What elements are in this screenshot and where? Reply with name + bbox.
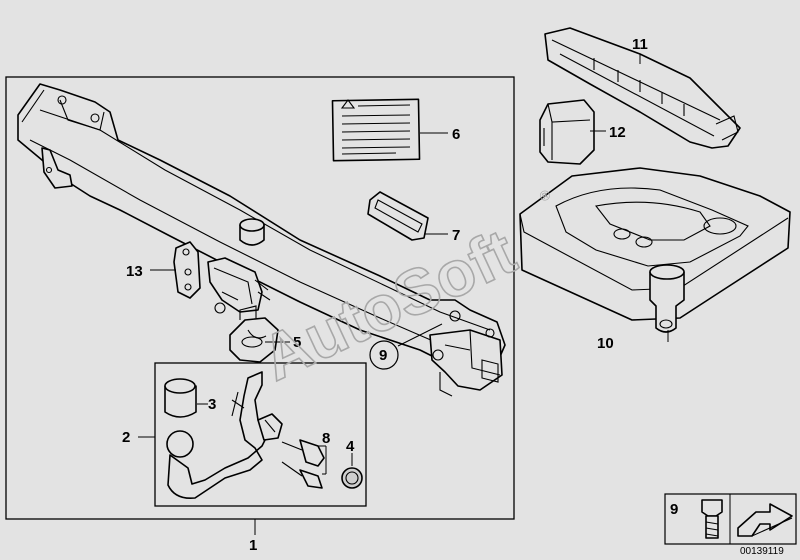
callout-1[interactable]: 1 [249, 537, 257, 554]
callout-3[interactable]: 3 [208, 396, 216, 413]
part-7-plate [367, 191, 429, 241]
callouts: 1 2 3 4 5 6 7 8 9 10 11 12 13 [122, 36, 648, 554]
callout-12[interactable]: 12 [609, 124, 626, 141]
arrow-right-icon [737, 503, 793, 537]
callout-10[interactable]: 10 [597, 335, 614, 352]
leader-lines [138, 54, 669, 535]
legend-number: 9 [670, 501, 678, 518]
callout-11[interactable]: 11 [632, 36, 648, 53]
assembly-frame [5, 76, 515, 520]
callout-4[interactable]: 4 [346, 438, 355, 455]
ball-head [164, 371, 363, 500]
bolt-icon [701, 499, 723, 539]
legend-box: 9 [664, 493, 797, 545]
callout-2[interactable]: 2 [122, 429, 130, 446]
crossbeam [17, 83, 506, 397]
part-13-plate [173, 241, 201, 299]
callout-5[interactable]: 5 [293, 334, 301, 351]
center-bracket [207, 257, 271, 314]
callout-9[interactable]: 9 [379, 347, 387, 364]
part-6-label [331, 98, 421, 162]
part-5-socket-holder [229, 305, 279, 363]
callout-9-ring [369, 340, 399, 370]
part-12-socket [539, 99, 595, 165]
callout-13[interactable]: 13 [126, 263, 143, 280]
document-number: 00139119 [740, 546, 784, 557]
callout-7[interactable]: 7 [452, 227, 460, 244]
callout-8[interactable]: 8 [322, 430, 330, 447]
callout-6[interactable]: 6 [452, 126, 460, 143]
part-10-tray [519, 167, 791, 333]
ballhead-frame [154, 362, 367, 507]
